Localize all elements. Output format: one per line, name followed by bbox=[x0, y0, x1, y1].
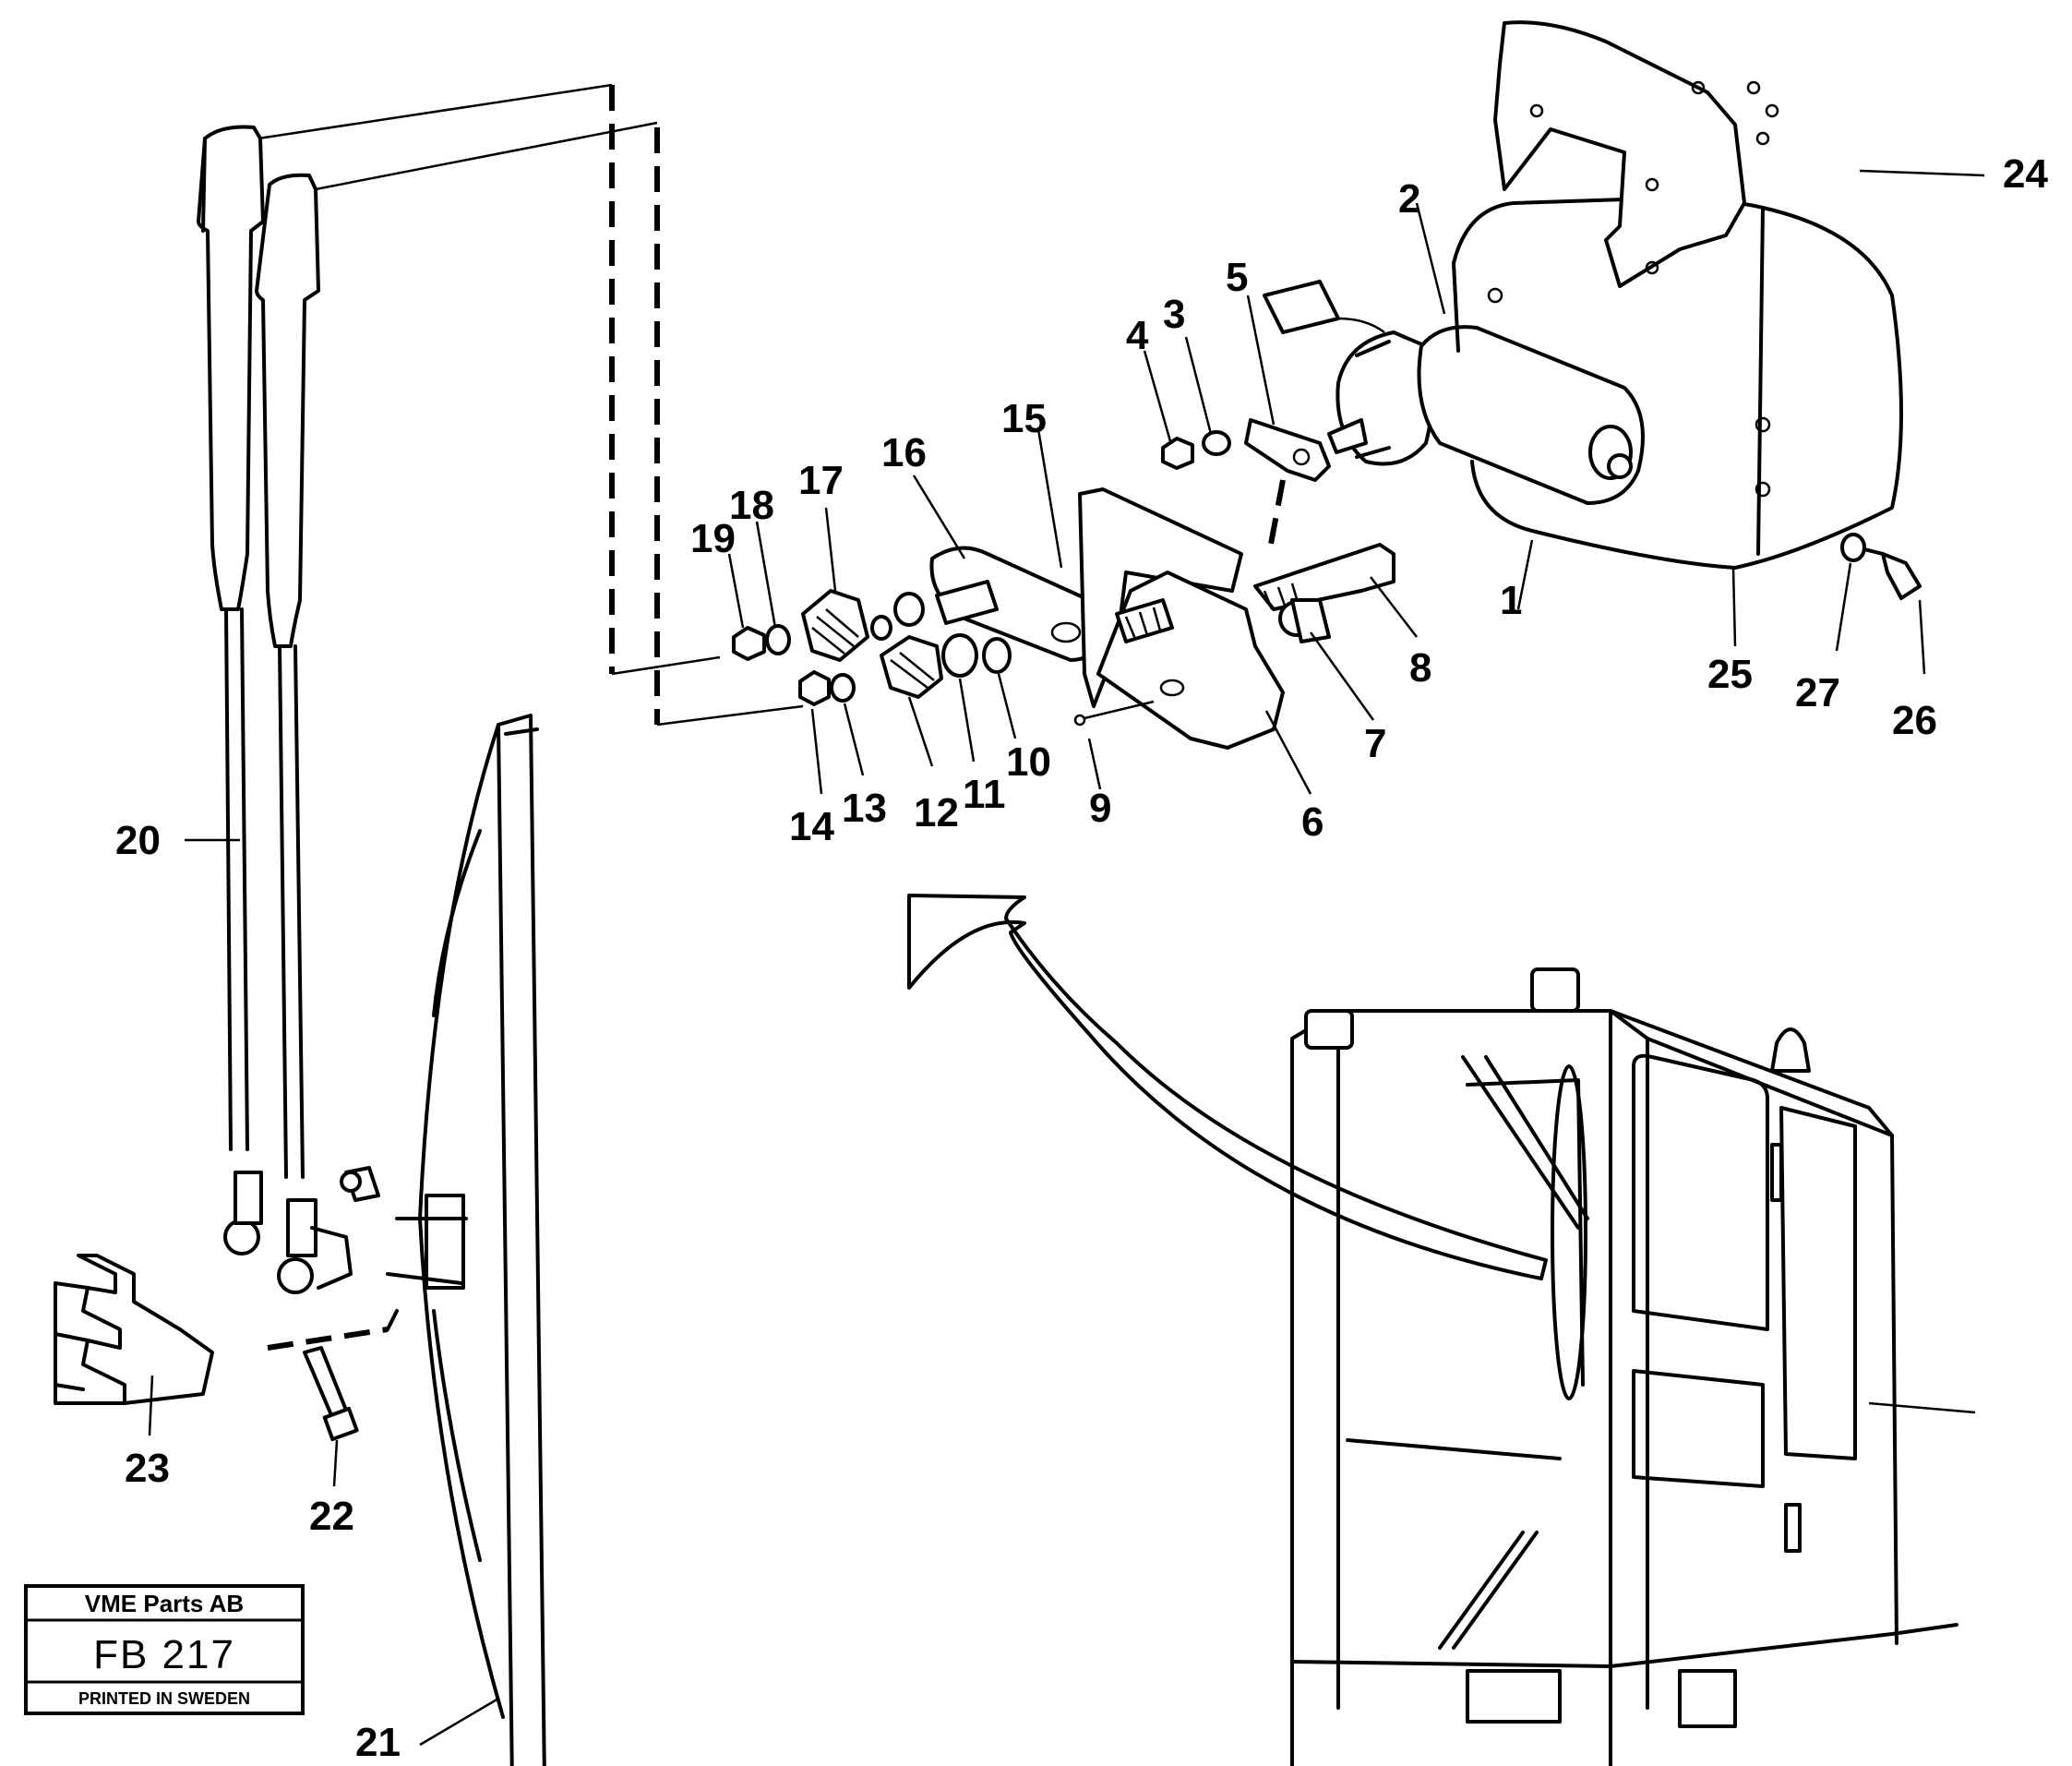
callouts: 1 2 3 4 5 6 7 8 9 10 11 12 13 14 15 16 bbox=[115, 151, 2048, 1765]
bolt-22 bbox=[303, 1346, 359, 1442]
motor-housing bbox=[1452, 20, 1903, 570]
bracket-5 bbox=[1161, 280, 1385, 555]
callout-15: 15 bbox=[1001, 396, 1047, 441]
callout-17: 17 bbox=[798, 458, 844, 503]
callout-21: 21 bbox=[355, 1720, 401, 1765]
callout-13: 13 bbox=[842, 786, 887, 831]
cab-illustration bbox=[1290, 967, 1976, 1766]
callout-12: 12 bbox=[914, 790, 959, 835]
direction-arrow bbox=[907, 894, 1548, 1280]
callout-2: 2 bbox=[1398, 176, 1420, 222]
bolt-26-washer-27 bbox=[1840, 533, 1922, 600]
mounting-plate bbox=[1078, 487, 1285, 750]
callout-20: 20 bbox=[115, 818, 161, 863]
crank-8 bbox=[1253, 543, 1395, 643]
callout-23: 23 bbox=[125, 1446, 170, 1491]
callout-25: 25 bbox=[1707, 652, 1753, 697]
callout-4: 4 bbox=[1126, 313, 1149, 358]
callout-7: 7 bbox=[1364, 721, 1386, 766]
callout-6: 6 bbox=[1301, 799, 1323, 845]
wiper-arm-assembly bbox=[197, 125, 353, 1294]
sheet-code: FB 217 bbox=[93, 1632, 235, 1677]
callout-5: 5 bbox=[1226, 255, 1248, 300]
callout-16: 16 bbox=[881, 430, 927, 475]
callout-27: 27 bbox=[1795, 670, 1840, 715]
callout-26: 26 bbox=[1892, 698, 1937, 743]
callout-1: 1 bbox=[1500, 578, 1522, 623]
title-block: VME Parts AB FB 217 PRINTED IN SWEDEN bbox=[24, 1584, 305, 1715]
callout-14: 14 bbox=[789, 804, 834, 849]
printed-note: PRINTED IN SWEDEN bbox=[78, 1689, 250, 1708]
callout-24: 24 bbox=[2003, 151, 2048, 197]
wiper-motor bbox=[1327, 325, 1645, 505]
company-name: VME Parts AB bbox=[85, 1590, 244, 1617]
callout-22: 22 bbox=[309, 1494, 354, 1539]
wiper-blade bbox=[386, 714, 546, 1766]
callout-19: 19 bbox=[690, 516, 736, 561]
callout-11: 11 bbox=[963, 772, 1006, 817]
fitting-near-arms bbox=[340, 1166, 380, 1202]
callout-10: 10 bbox=[1006, 739, 1051, 785]
callout-8: 8 bbox=[1409, 645, 1431, 691]
callout-9: 9 bbox=[1089, 786, 1111, 831]
linkage-parts bbox=[732, 546, 1106, 706]
callout-18: 18 bbox=[729, 483, 774, 528]
callout-3: 3 bbox=[1163, 292, 1185, 337]
bracket-23 bbox=[54, 1254, 214, 1405]
